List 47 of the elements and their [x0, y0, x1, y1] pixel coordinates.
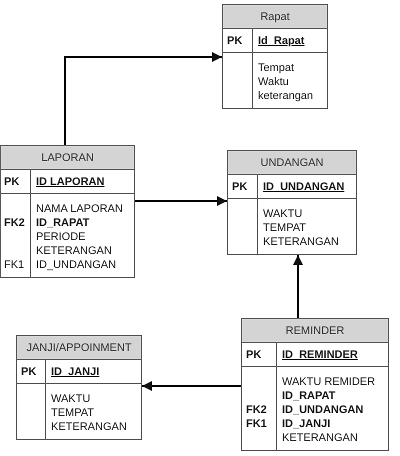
attribute-name: KETERANGAN [36, 244, 112, 258]
attribute-name: KETERANGAN [263, 235, 339, 249]
attribute-name: ID_RAPAT [36, 216, 90, 230]
table-header: REMINDER [242, 319, 388, 343]
attribute-name: Waktu [258, 75, 289, 89]
primary-key-name: ID_UNDANGAN [263, 180, 344, 194]
key-type-label: PK [227, 34, 242, 48]
entity-table [16, 335, 142, 440]
relationship-arrow [135, 196, 227, 206]
key-type-label: FK2 [246, 403, 267, 417]
key-type-label: FK1 [4, 258, 24, 272]
table-header: LAPORAN [1, 146, 134, 170]
attribute-name: TEMPAT [263, 221, 306, 235]
primary-key-name: ID LAPORAN [36, 174, 104, 188]
attribute-name: WAKTU [263, 207, 302, 221]
entity-table [222, 4, 328, 109]
attribute-name: NAMA LAPORAN [36, 202, 123, 216]
key-type-label: FK2 [4, 216, 25, 230]
attribute-name: ID_UNDANGAN [36, 258, 116, 272]
key-type-label: PK [246, 348, 262, 362]
attribute-name: keterangan [258, 89, 314, 103]
attribute-name: KETERANGAN [51, 420, 127, 434]
entity-table [241, 318, 389, 451]
table-header: JANJI/APPOINMENT [17, 336, 141, 360]
attribute-name: Tempat [258, 61, 294, 75]
attribute-name: WAKTU [51, 392, 90, 406]
attribute-name: PERIODE [36, 230, 86, 244]
primary-key-name: ID_REMINDER [282, 348, 358, 362]
key-type-label: PK [232, 180, 248, 194]
entity-table [0, 145, 135, 278]
primary-key-name: ID_JANJI [51, 364, 100, 378]
relationship-arrow [142, 381, 241, 391]
attribute-name: WAKTU REMIDER [282, 375, 376, 389]
attribute-name: ID_JANJI [282, 417, 330, 431]
attribute-name: ID_UNDANGAN [282, 403, 364, 417]
relationship-arrow [293, 255, 303, 318]
key-type-label: PK [21, 364, 36, 378]
attribute-name: KETERANGAN [282, 431, 358, 445]
key-type-label: FK1 [246, 417, 267, 431]
table-header: Rapat [223, 5, 327, 29]
table-header: UNDANGAN [228, 151, 356, 175]
key-type-label: PK [4, 174, 20, 188]
relationship-arrow [64, 52, 222, 145]
attribute-name: TEMPAT [51, 406, 94, 420]
primary-key-name: Id_Rapat [258, 34, 304, 48]
attribute-name: ID_RAPAT [282, 389, 336, 403]
entity-table [227, 150, 357, 255]
